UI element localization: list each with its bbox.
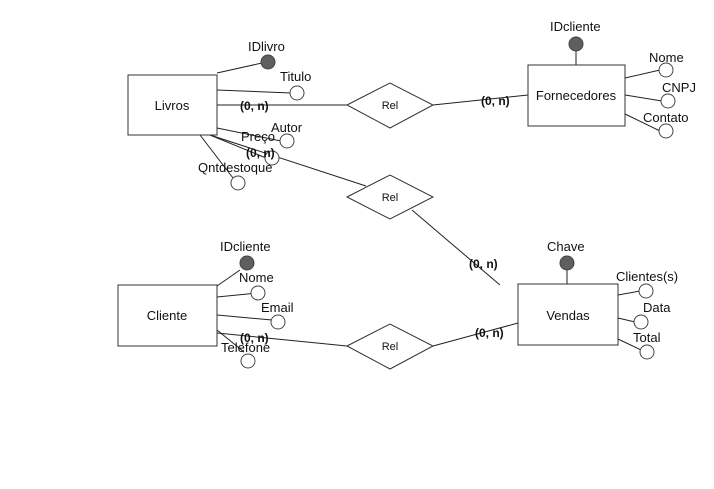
attribute-fornecedores-nome: Nome bbox=[649, 50, 684, 78]
entity-vendas-label: Vendas bbox=[546, 308, 590, 323]
fornecedores-attribute-lines bbox=[575, 50, 663, 132]
attribute-idlivro: IDlivro bbox=[248, 39, 285, 70]
attribute-data-label: Data bbox=[643, 300, 671, 315]
attribute-telefone: Telefone bbox=[221, 340, 270, 369]
attribute-cnpj-label: CNPJ bbox=[662, 80, 696, 95]
attribute-clientes-label: Clientes(s) bbox=[616, 269, 678, 284]
attribute-clientes: Clientes(s) bbox=[616, 269, 678, 299]
line-rel1-fornecedores bbox=[432, 94, 529, 106]
attribute-cliente-nome: Nome bbox=[239, 270, 274, 301]
attribute-qntdestoque-label: Qntdestoque bbox=[198, 160, 272, 175]
attribute-titulo: Titulo bbox=[280, 69, 311, 101]
cardinality-labels: (0, n) (0, n) (0, n) (0, n) (0, n) (0, n… bbox=[240, 94, 510, 345]
attribute-total-label: Total bbox=[633, 330, 661, 345]
attribute-preco: Preço bbox=[241, 129, 280, 166]
attribute-telefone-label: Telefone bbox=[221, 340, 270, 355]
line-rel2-vendas bbox=[411, 209, 501, 286]
relationship-lines bbox=[209, 94, 529, 347]
line-cliente-rel3 bbox=[216, 332, 348, 347]
entity-cliente: Cliente bbox=[117, 284, 218, 347]
attribute-qntdestoque: Qntdestoque bbox=[198, 160, 272, 191]
attribute-cliente-idcliente: IDcliente bbox=[220, 239, 271, 271]
attribute-cliente-nome-label: Nome bbox=[239, 270, 274, 285]
relationship-cliente-vendas-label: Rel bbox=[382, 341, 399, 353]
attribute-email: Email bbox=[261, 300, 294, 330]
entity-livros: Livros bbox=[127, 74, 218, 136]
attribute-contato-label: Contato bbox=[643, 110, 689, 125]
relationship-livros-vendas-label: Rel bbox=[382, 192, 399, 204]
cardinality-cliente-rel3: (0, n) bbox=[240, 331, 269, 345]
entity-fornecedores-label: Fornecedores bbox=[536, 88, 617, 103]
attribute-total: Total bbox=[633, 330, 661, 360]
attribute-contato: Contato bbox=[643, 110, 689, 139]
line-livros-rel2 bbox=[209, 134, 367, 187]
cardinality-livros-rel2: (0, n) bbox=[246, 146, 275, 160]
entity-fornecedores: Fornecedores bbox=[527, 64, 626, 127]
attribute-cliente-idcliente-label: IDcliente bbox=[220, 239, 271, 254]
attribute-data: Data bbox=[633, 300, 671, 330]
relationship-livros-fornecedores: Rel bbox=[345, 82, 435, 129]
cardinality-livros-rel1: (0, n) bbox=[240, 99, 269, 113]
attribute-fornecedores-idcliente: IDcliente bbox=[550, 19, 601, 52]
line-rel3-vendas bbox=[432, 322, 519, 347]
relationship-cliente-vendas: Rel bbox=[345, 323, 435, 370]
attribute-cnpj: CNPJ bbox=[660, 80, 696, 109]
cardinality-rel1-fornecedores: (0, n) bbox=[481, 94, 510, 108]
vendas-attribute-lines bbox=[566, 270, 642, 351]
livros-attribute-lines bbox=[199, 62, 292, 179]
entity-cliente-label: Cliente bbox=[147, 308, 187, 323]
cardinality-rel2-vendas: (0, n) bbox=[469, 257, 498, 271]
entity-livros-label: Livros bbox=[155, 98, 190, 113]
entity-vendas: Vendas bbox=[517, 283, 619, 346]
attribute-autor: Autor bbox=[271, 120, 303, 149]
attribute-chave-label: Chave bbox=[547, 239, 585, 254]
attribute-idlivro-label: IDlivro bbox=[248, 39, 285, 54]
relationship-livros-fornecedores-label: Rel bbox=[382, 100, 399, 112]
attribute-autor-label: Autor bbox=[271, 120, 303, 135]
attribute-titulo-label: Titulo bbox=[280, 69, 311, 84]
relationship-livros-vendas: Rel bbox=[345, 174, 435, 220]
attribute-chave: Chave bbox=[547, 239, 585, 271]
attribute-fornecedores-nome-label: Nome bbox=[649, 50, 684, 65]
attribute-fornecedores-idcliente-label: IDcliente bbox=[550, 19, 601, 34]
cardinality-rel3-vendas: (0, n) bbox=[475, 326, 504, 340]
attribute-email-label: Email bbox=[261, 300, 294, 315]
attribute-preco-label: Preço bbox=[241, 129, 275, 144]
